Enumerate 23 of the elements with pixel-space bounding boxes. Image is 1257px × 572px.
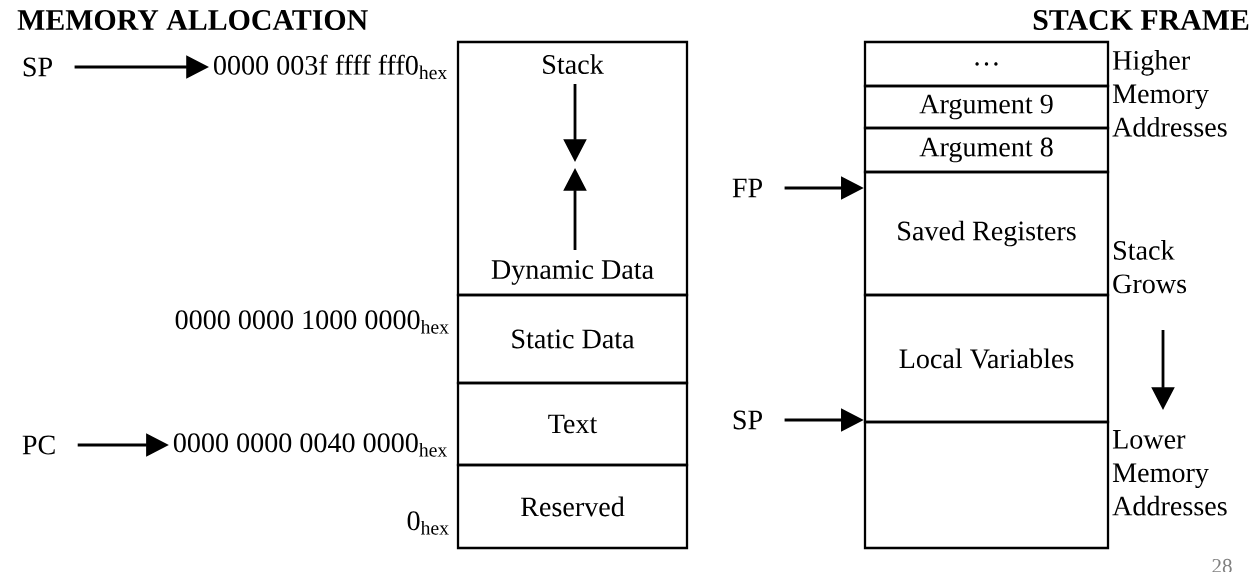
address-label: 0$_{hex}$ xyxy=(407,511,449,535)
memory-cell: Argument 8 xyxy=(863,126,1110,174)
memory-cell: Saved Registers xyxy=(863,170,1110,297)
side-note: Lower Memory Addresses xyxy=(1112,430,1227,516)
memory-cell: Reserved xyxy=(456,463,689,550)
memory-cell: … xyxy=(863,40,1110,88)
memory-cell: Static Data xyxy=(456,293,689,385)
register-label: SP xyxy=(23,57,52,77)
side-note: Higher Memory Addresses xyxy=(1112,50,1227,137)
address-label: 0000 0000 1000 0000$_{hex}$ xyxy=(175,310,449,334)
heading: MEMORY ALLOCATION xyxy=(17,9,368,31)
heading: STACK FRAME xyxy=(1033,9,1249,31)
register-label: SP xyxy=(733,410,762,430)
empty-cell xyxy=(863,420,1110,550)
memory-cell: Argument 9 xyxy=(863,84,1110,130)
address-label: 0000 0000 0040 0000$_{hex}$ xyxy=(173,433,447,457)
register-label: PC xyxy=(22,435,55,455)
memory-cell: Stack Dynamic Data xyxy=(456,40,689,297)
side-note: Stack Grows xyxy=(1113,240,1187,294)
memory-cell: Local Variables xyxy=(863,293,1110,424)
register-label: FP xyxy=(732,178,762,198)
memory-cell: Text xyxy=(456,381,689,467)
address-label: 0000 003f ffff fff0$_{hex}$ xyxy=(214,54,447,80)
